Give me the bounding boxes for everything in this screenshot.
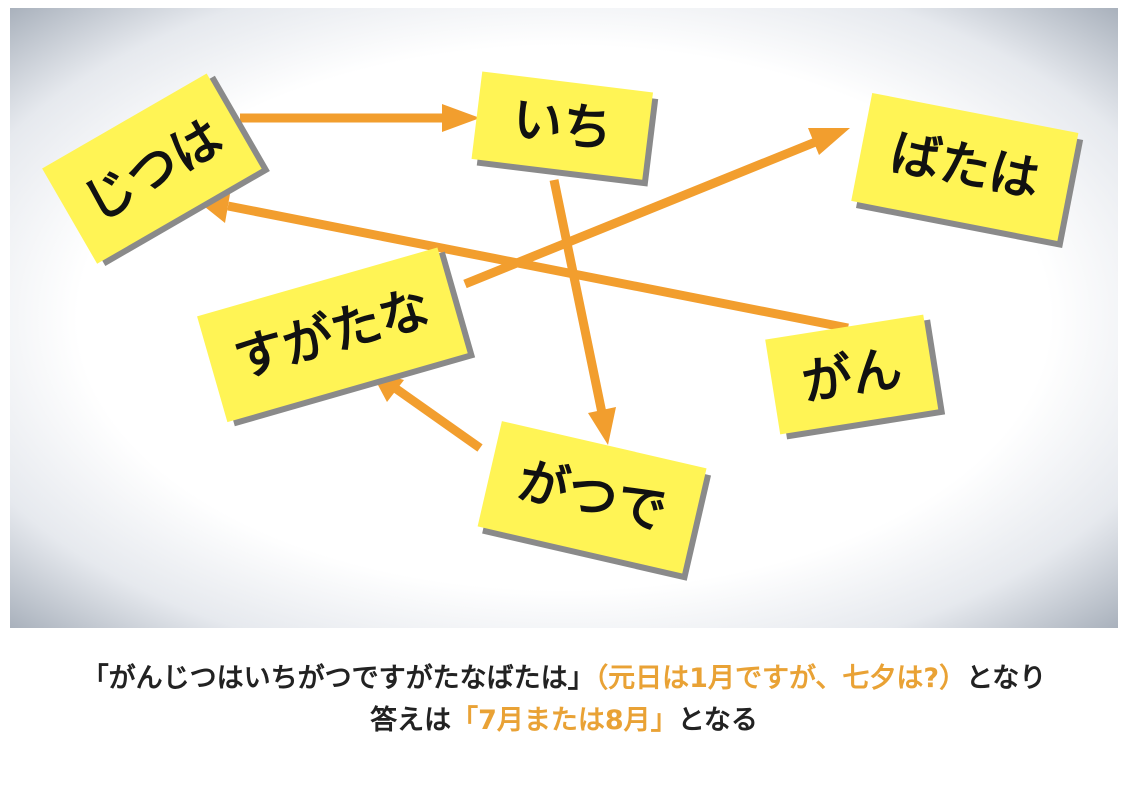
caption-line-2-highlight: 「7月または8月」 [451,705,678,736]
caption-line-2: 答えは「7月または8月」となる [0,700,1128,742]
card-ichi-text: いち [509,90,615,160]
caption-line-1-suffix: となり [966,663,1047,694]
card-gatsude: がつで [477,421,712,581]
arrow-ichi-to-gatsude [549,179,616,445]
caption-line-2-suffix: となる [677,705,758,736]
caption: 「がんじつはいちがつですがたなばたは」（元日は1月ですが、七夕は?）となり 答え… [0,658,1128,742]
caption-line-1: 「がんじつはいちがつですがたなばたは」（元日は1月ですが、七夕は?）となり [0,658,1128,700]
diagram-panel: じつは いち ばたは すがたな がん がつで [10,8,1118,628]
caption-line-1-prefix: 「がんじつはいちがつですがたなばたは」 [81,663,595,694]
card-ichi: いち [471,71,659,187]
caption-line-2-prefix: 答えは [370,705,452,736]
card-gan: がん [765,314,946,440]
caption-line-1-highlight: （元日は1月ですが、七夕は?） [594,663,967,694]
card-batawa: ばたは [851,92,1084,249]
arrow-jitsuha-to-ichi [240,104,480,132]
card-sugatana: すがたな [197,247,476,427]
arrow-diagram: じつは いち ばたは すがたな がん がつで [42,71,1084,581]
card-jitsuha: じつは [42,73,270,266]
